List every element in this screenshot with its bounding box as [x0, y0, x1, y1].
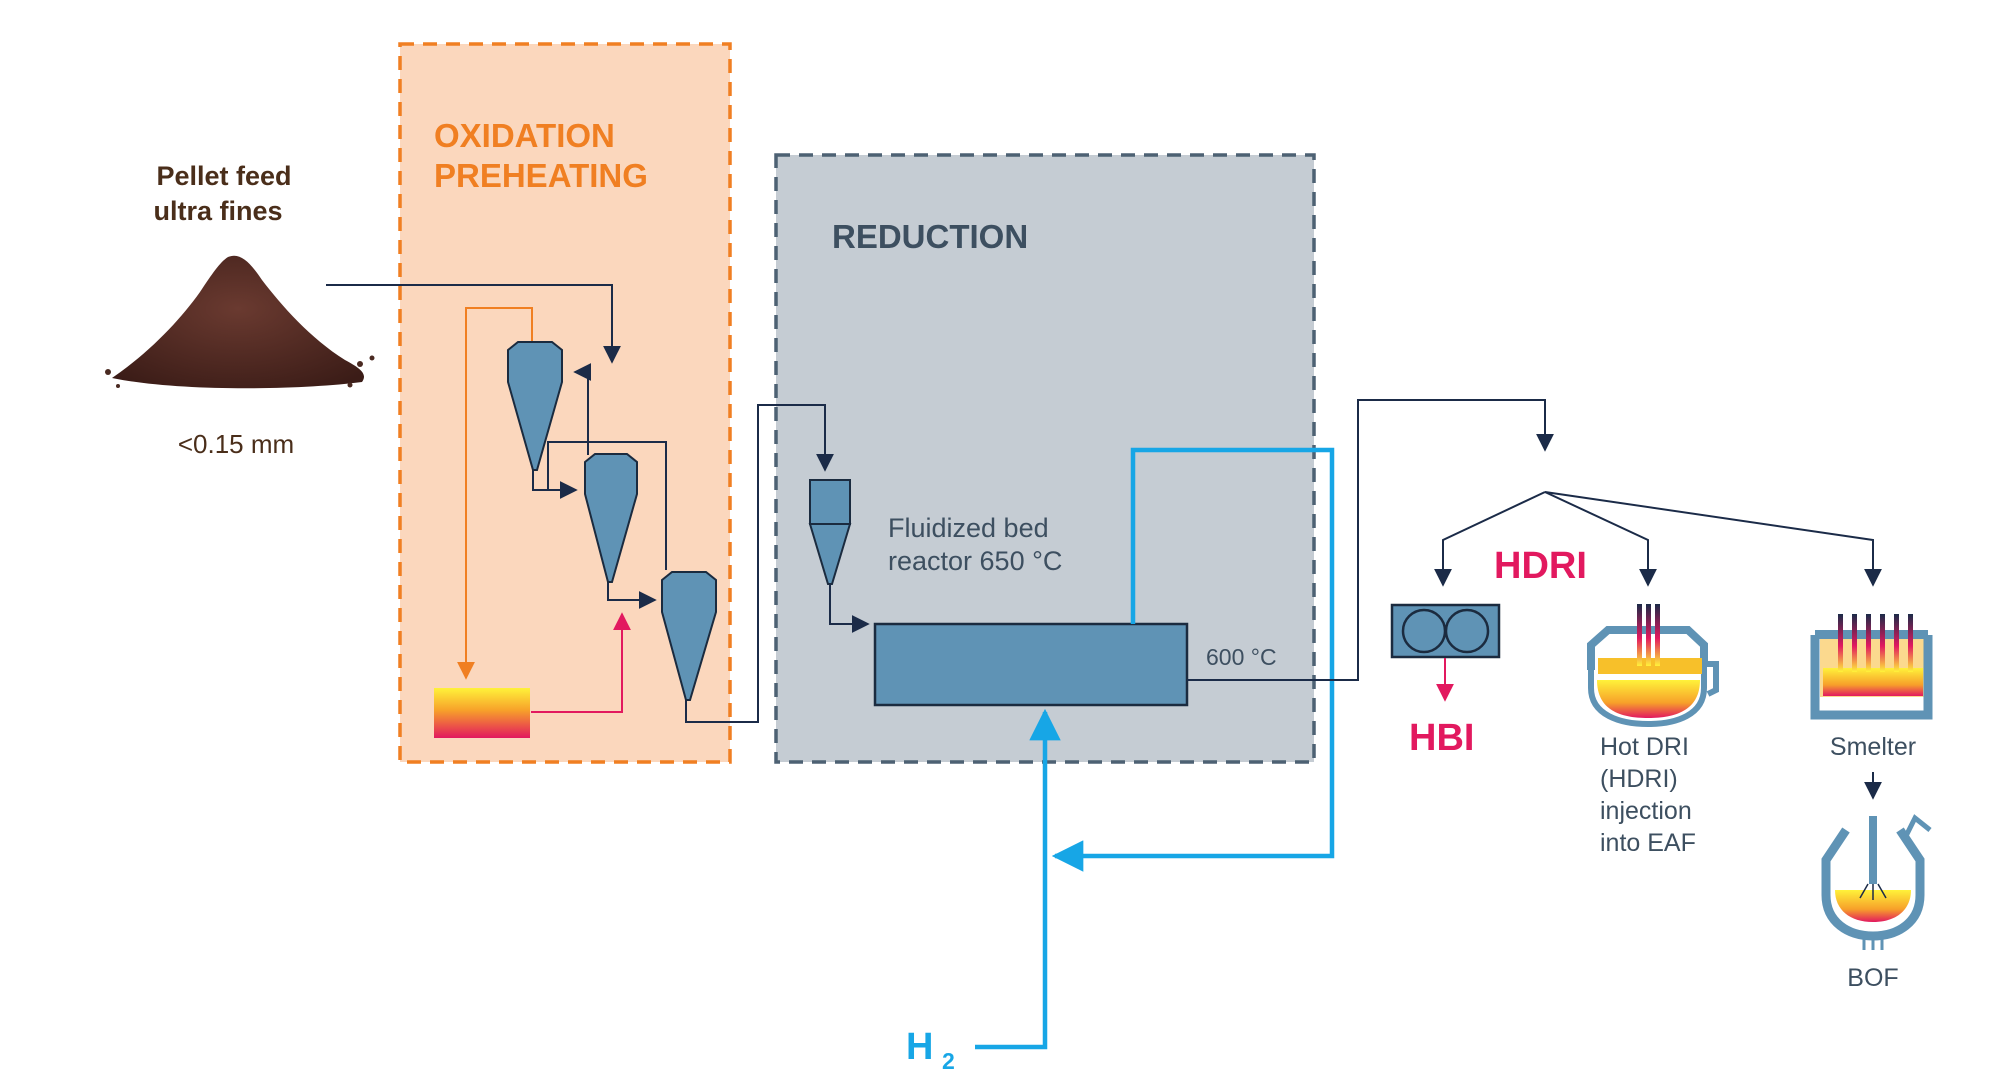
bof-label: BOF	[1847, 964, 1898, 992]
eaf-label-line2: (HDRI)	[1600, 765, 1678, 793]
oxidation-zone-title-line2: PREHEATING	[434, 157, 648, 194]
product-discharge-line	[1187, 399, 1882, 681]
reactor-outlet-temp: 600 °C	[1206, 644, 1277, 670]
hydrogen-symbol: H	[906, 1026, 933, 1068]
hdri-label: HDRI	[1494, 545, 1587, 587]
feed-title-line2: ultra fines	[153, 196, 282, 226]
feed-flow-line	[326, 284, 621, 364]
electric-arc-furnace	[1587, 604, 1719, 728]
hbi-label: HBI	[1409, 717, 1474, 759]
reduction-cyclone	[808, 479, 852, 585]
hot-gas-return-line	[457, 307, 533, 680]
burner-heater	[434, 688, 530, 738]
hydrogen-feed-line	[975, 708, 1061, 1050]
cyclone-2	[584, 453, 638, 583]
briquetting-press	[1390, 603, 1501, 659]
reactor-label-line2: reactor 650 °C	[888, 546, 1062, 576]
burner-gas-line	[531, 612, 631, 713]
reduction-zone-title: REDUCTION	[832, 218, 1028, 255]
smelter-label: Smelter	[1830, 733, 1916, 761]
bof-converter	[1821, 814, 1932, 950]
cyclone-flow-lines	[532, 363, 834, 723]
fluidized-bed-reactor	[873, 622, 1189, 707]
feed-title-line1: Pellet feed	[156, 161, 291, 191]
ore-pile-image	[105, 255, 375, 389]
oxidation-zone-title-line1: OXIDATION	[434, 117, 615, 154]
eaf-label-line4: into EAF	[1600, 829, 1696, 857]
feed-size-label: <0.15 mm	[178, 429, 294, 459]
eaf-label-line3: injection	[1600, 797, 1692, 825]
hydrogen-recycle-line	[1051, 447, 1335, 872]
eaf-label-line1: Hot DRI	[1600, 733, 1689, 761]
reactor-feed-line	[829, 584, 870, 633]
cyclone-3	[661, 571, 717, 701]
reactor-label-line1: Fluidized bed	[888, 513, 1049, 543]
hydrogen-subscript: 2	[942, 1048, 955, 1074]
smelter-furnace	[1810, 614, 1933, 720]
cyclone-1	[507, 341, 563, 471]
